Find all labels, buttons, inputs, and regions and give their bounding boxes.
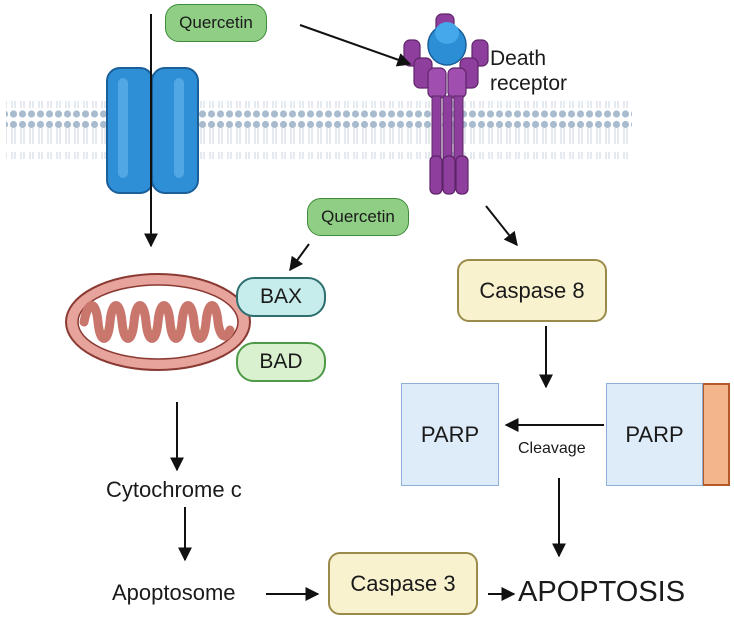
quercetin-top-label: Quercetin — [179, 13, 253, 32]
parp-left-label: PARP — [420, 421, 480, 447]
membrane-channel — [106, 67, 199, 194]
parp-right-label: PARP — [625, 421, 684, 447]
cell-membrane — [6, 101, 632, 159]
death-receptor-label: Death receptor — [490, 46, 567, 96]
parp-right-box: PARP — [606, 383, 703, 486]
cleavage-label: Cleavage — [518, 440, 586, 457]
quercetin-mid-label: Quercetin — [321, 207, 395, 226]
apoptosome-label: Apoptosome — [112, 580, 236, 605]
mitochondrion-shape — [65, 273, 251, 371]
arrow-quercetin-to-receptor — [299, 24, 412, 67]
cytochrome-c-label: Cytochrome c — [106, 477, 242, 502]
caspase8-box: Caspase 8 — [457, 259, 607, 322]
caspase3-label: Caspase 3 — [350, 570, 456, 596]
death-receptor-line1: Death — [490, 47, 547, 70]
arrow-quercetin-to-bax — [289, 243, 310, 272]
bax-pill: BAX — [236, 277, 326, 317]
caspase3-box: Caspase 3 — [328, 552, 478, 615]
bad-pill: BAD — [236, 342, 326, 382]
parp-fragment-tag — [702, 383, 730, 486]
death-receptor-shape — [403, 13, 489, 195]
death-receptor-line2: receptor — [490, 72, 568, 95]
parp-left-box: PARP — [401, 383, 499, 486]
quercetin-mid-pill: Quercetin — [307, 198, 409, 236]
arrow-receptor-to-caspase8 — [485, 205, 518, 247]
bad-label: BAD — [259, 350, 303, 373]
bax-label: BAX — [259, 285, 303, 308]
apoptosis-label: APOPTOSIS — [518, 576, 686, 608]
quercetin-top-pill: Quercetin — [165, 4, 267, 42]
caspase8-label: Caspase 8 — [479, 277, 585, 303]
